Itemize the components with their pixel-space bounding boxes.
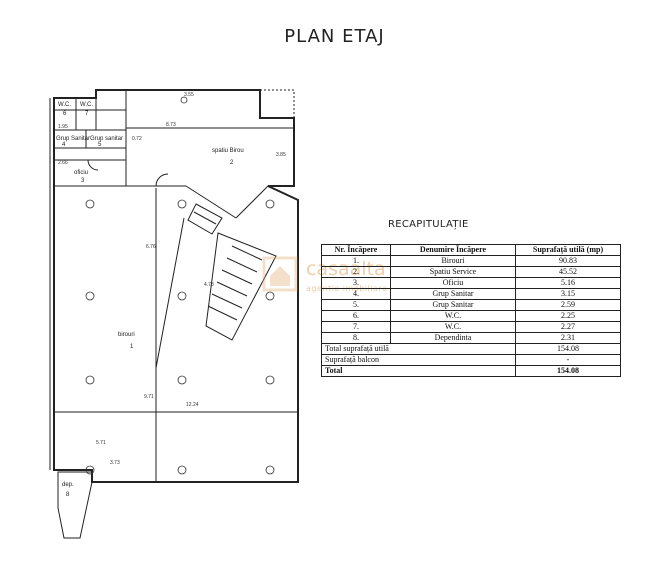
cell: 90.83	[515, 255, 621, 267]
balcon-value: -	[515, 354, 621, 366]
total-label: Total	[321, 365, 516, 377]
total-util-label: Total suprafață utilă	[321, 343, 516, 355]
dim-label: 3.55	[184, 92, 194, 98]
cell: 45.52	[515, 266, 621, 278]
table-row: 6.W.C.2.25	[321, 310, 621, 322]
room-wc-7: W.C.	[80, 102, 93, 108]
room-num-4: 4	[62, 142, 66, 148]
cell: 1.	[321, 255, 391, 267]
dim-label: 8.73	[166, 122, 176, 128]
room-num-8: 8	[66, 492, 70, 498]
room-spatiu-birou: spatiu Birou	[212, 148, 244, 154]
cell: W.C.	[390, 310, 516, 322]
room-num-1: 1	[130, 344, 134, 350]
total-util-value: 154.08	[515, 343, 621, 355]
cell: 2.59	[515, 299, 621, 311]
cell: Birouri	[390, 255, 516, 267]
room-num-5: 5	[98, 142, 102, 148]
dim-label: 4.78	[204, 282, 214, 288]
room-num-6: 6	[63, 111, 67, 117]
cell: Oficiu	[390, 277, 516, 289]
room-num-2: 2	[230, 160, 234, 166]
dependinta	[57, 471, 93, 539]
cell: 5.	[321, 299, 391, 311]
room-wc-6: W.C.	[58, 102, 71, 108]
dim-label: 12.24	[186, 402, 199, 408]
dim-label: 0.72	[132, 136, 142, 142]
cell: 3.15	[515, 288, 621, 300]
dim-label: 9.71	[144, 394, 154, 400]
cell: 2.27	[515, 321, 621, 333]
cell: 7.	[321, 321, 391, 333]
cell: 4.	[321, 288, 391, 300]
room-grup-4: Grup Sanitar	[56, 136, 90, 142]
page-title: PLAN ETAJ	[284, 26, 385, 47]
room-oficiu: oficiu	[74, 170, 88, 176]
floor-plan: W.C. 6 W.C. 7 Grup Sanitar 4 Grup sanita…	[49, 89, 299, 539]
col-header: Nr. Încăpere	[321, 244, 391, 256]
staircase	[205, 232, 277, 341]
cell: Grup Sanitar	[390, 288, 516, 300]
dim-label: 1.95	[58, 124, 68, 130]
balcon-row: Suprafață balcon-	[321, 354, 621, 366]
table-row: 7.W.C.2.27	[321, 321, 621, 333]
dim-label: 5.71	[96, 440, 106, 446]
cell: 3.	[321, 277, 391, 289]
room-dep: dep.	[62, 482, 74, 488]
recap-title: RECAPITULAȚIE	[388, 219, 469, 230]
col-header: Suprafață utilă (mp)	[515, 244, 621, 256]
cell: Spatiu Service	[390, 266, 516, 278]
cell: 6.	[321, 310, 391, 322]
recap-table: Nr. Încăpere Denumire Încăpere Suprafață…	[321, 244, 621, 377]
room-grup-5: Grup sanitar	[90, 136, 123, 142]
cell: 5.16	[515, 277, 621, 289]
balcon-label: Suprafață balcon	[321, 354, 516, 366]
dim-label: 3.73	[110, 460, 120, 466]
dim-label: 3.85	[276, 152, 286, 158]
watermark-logo-icon	[262, 256, 298, 292]
cell: 8.	[321, 332, 391, 344]
table-header-row: Nr. Încăpere Denumire Încăpere Suprafață…	[321, 244, 621, 256]
col-header: Denumire Încăpere	[390, 244, 516, 256]
dim-label: 6.76	[146, 244, 156, 250]
cell: Grup Sanitar	[390, 299, 516, 311]
cell: Dependinta	[390, 332, 516, 344]
room-birouri: birouri	[118, 332, 135, 338]
total-value: 154.08	[515, 365, 621, 377]
room-num-3: 3	[81, 178, 85, 184]
room-num-7: 7	[85, 111, 89, 117]
cell: 2.25	[515, 310, 621, 322]
cell: 2.	[321, 266, 391, 278]
cell: W.C.	[390, 321, 516, 333]
dim-label: 2.66	[58, 160, 68, 166]
cell: 2.31	[515, 332, 621, 344]
